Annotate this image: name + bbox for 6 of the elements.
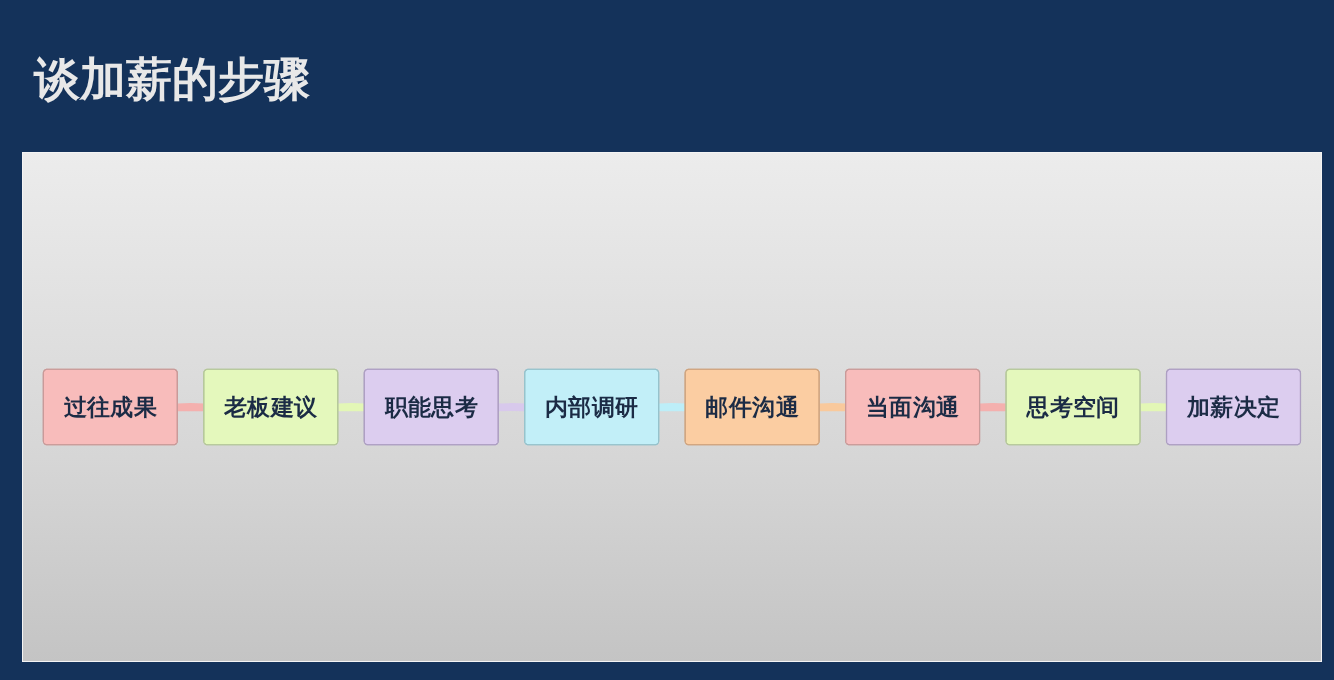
- connector: [819, 403, 847, 412]
- connector: [177, 403, 205, 412]
- connector: [659, 403, 686, 412]
- connector: [979, 403, 1007, 412]
- title: 谈加薪的步骤: [34, 52, 310, 107]
- connector: [338, 403, 365, 412]
